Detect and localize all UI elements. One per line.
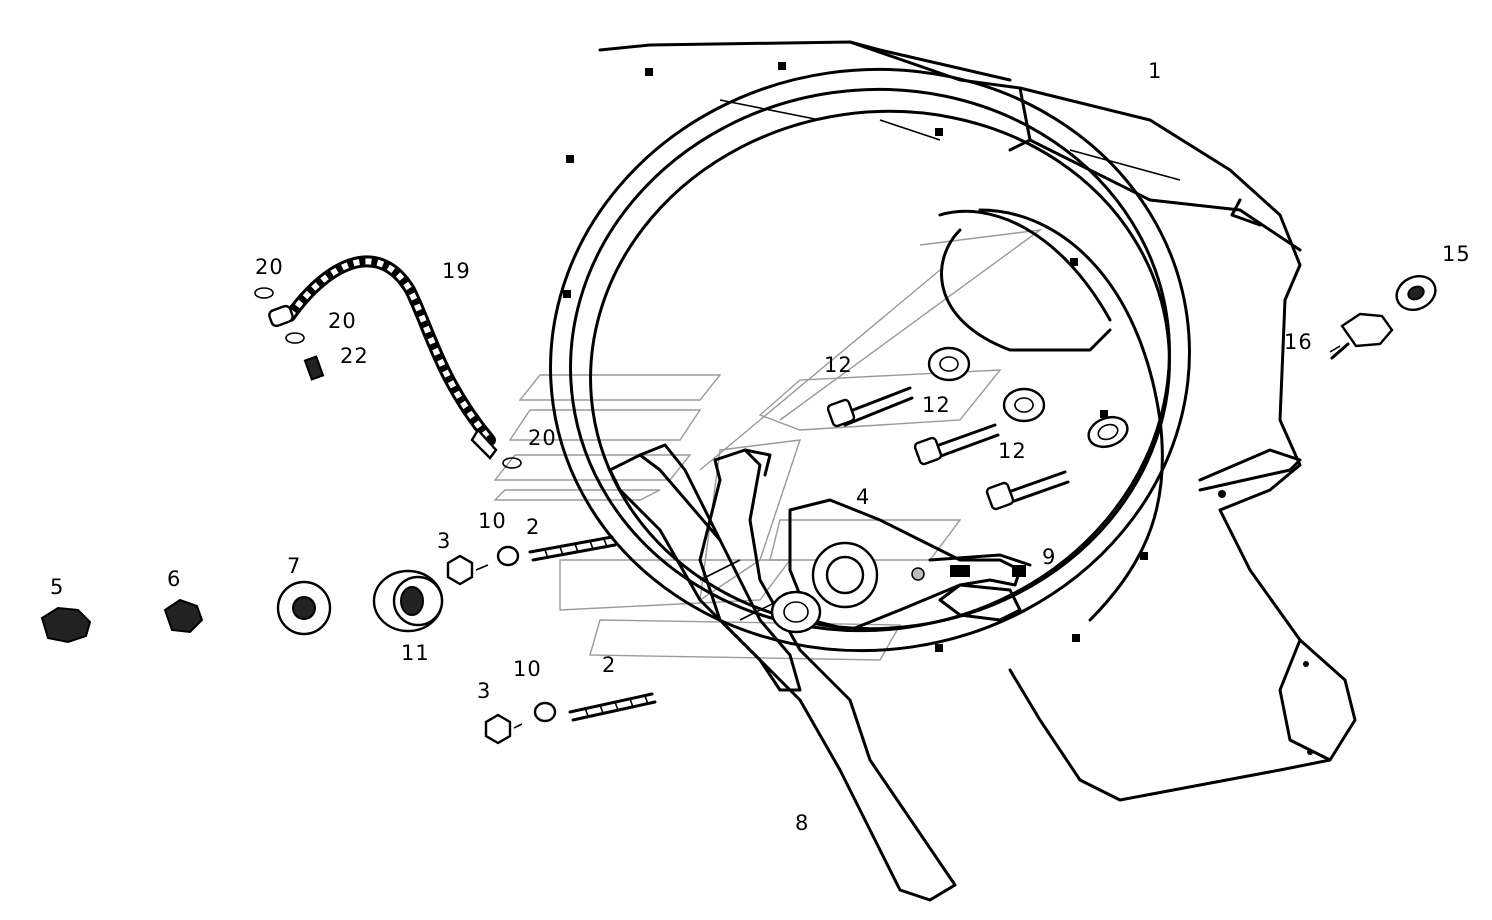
callout-12-a: 12 [824, 353, 853, 377]
sensor-parts [1330, 275, 1437, 360]
callout-7: 7 [287, 554, 301, 578]
callout-19: 19 [442, 259, 471, 283]
callout-3-lower: 3 [477, 679, 491, 703]
callout-10-lower: 10 [513, 657, 542, 681]
callout-15: 15 [1442, 242, 1471, 266]
callout-3-upper: 3 [437, 529, 451, 553]
leader-lines [1329, 345, 1341, 353]
callout-11: 11 [401, 641, 430, 665]
callout-20-c: 20 [528, 426, 557, 450]
callout-12-b: 12 [922, 393, 951, 417]
callout-20-a: 20 [255, 255, 284, 279]
callout-5: 5 [50, 575, 64, 599]
callout-22: 22 [340, 344, 369, 368]
shaft-lever-assembly [770, 498, 1032, 634]
callout-16: 16 [1284, 330, 1313, 354]
callout-20-b: 20 [328, 309, 357, 333]
release-fork [608, 443, 957, 902]
callout-4: 4 [856, 485, 870, 509]
callout-6: 6 [167, 567, 181, 591]
callout-1: 1 [1148, 59, 1162, 83]
callout-2-upper: 2 [526, 515, 540, 539]
callout-labels: 1 2 2 3 3 4 5 6 7 8 9 10 10 11 12 12 12 … [50, 59, 1471, 835]
callout-12-c: 12 [998, 439, 1027, 463]
callout-2-lower: 2 [602, 653, 616, 677]
studs-nuts-washers [446, 535, 657, 745]
clutch-housing [549, 40, 1357, 802]
callout-10-upper: 10 [478, 509, 507, 533]
callout-8: 8 [795, 811, 809, 835]
ground-cable [254, 255, 522, 469]
bolts-12 [826, 346, 1070, 511]
callout-9: 9 [1042, 545, 1056, 569]
small-parts-row [40, 569, 444, 644]
flange-bolt-holes [563, 62, 1148, 652]
